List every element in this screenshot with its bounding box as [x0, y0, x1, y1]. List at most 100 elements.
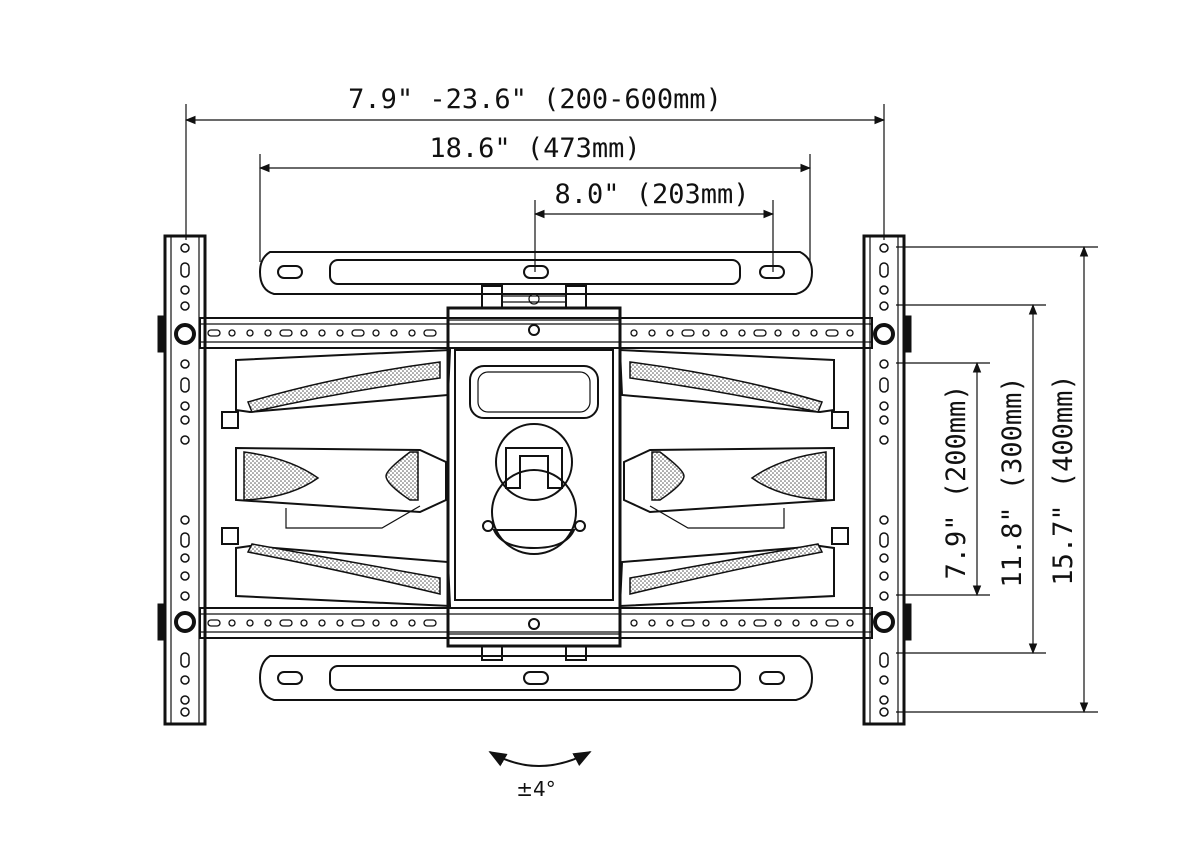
bracket-hole: [180, 285, 190, 295]
top-wall-plate: [258, 251, 814, 295]
rail-hole: [390, 619, 398, 627]
center-carriage: [446, 306, 622, 648]
bracket-hole: [879, 243, 889, 253]
rail-hole: [666, 329, 674, 337]
rail-hole: [264, 329, 272, 337]
bracket-hole: [879, 435, 889, 445]
bracket-hole: [180, 707, 190, 717]
bracket-hole: [180, 301, 190, 311]
rail-hole: [372, 619, 380, 627]
bracket-hole: [879, 553, 889, 563]
dimension-overall-width: 7.9" -23.6" (200-600mm): [184, 84, 886, 240]
bracket-hole: [879, 401, 889, 411]
rail-hole: [825, 619, 839, 627]
rail-hole: [720, 619, 728, 627]
bracket-hole: [879, 285, 889, 295]
tilt-label: ±4°: [516, 777, 555, 801]
bracket-hole: [879, 707, 889, 717]
bracket-hole: [180, 675, 190, 685]
rail-hole: [351, 619, 365, 627]
dimension-hole-spacing: 8.0" (203mm): [533, 179, 775, 272]
rail-hole: [681, 619, 695, 627]
rail-hole: [336, 619, 344, 627]
dimension-vertical-200: 7.9" (200mm): [896, 361, 990, 597]
bracket-hole: [879, 415, 889, 425]
rail-hole: [279, 619, 293, 627]
bracket-hole: [879, 359, 889, 369]
rail-hole: [207, 619, 221, 627]
right-tv-bracket: [862, 234, 912, 726]
bracket-hole: [879, 652, 889, 668]
rail-hole: [720, 329, 728, 337]
rail-hole: [408, 619, 416, 627]
rail-hole: [702, 619, 710, 627]
rail-hole: [246, 619, 254, 627]
rail-hole: [630, 619, 638, 627]
rail-hole: [408, 329, 416, 337]
bracket-hole: [879, 675, 889, 685]
label-vertical-300: 11.8" (300mm): [997, 376, 1028, 587]
bracket-hole: [180, 515, 190, 525]
bracket-hole: [180, 652, 190, 668]
swing-arms: [221, 348, 849, 608]
rail-hole: [702, 329, 710, 337]
label-overall-width: 7.9" -23.6" (200-600mm): [348, 84, 722, 115]
bracket-hole: [879, 532, 889, 548]
rail-hole: [810, 619, 818, 627]
rail-hole: [792, 329, 800, 337]
rail-hole: [738, 619, 746, 627]
rail-hole: [630, 329, 638, 337]
rail-hole: [318, 329, 326, 337]
bracket-hole: [879, 262, 889, 278]
bracket-hole: [180, 571, 190, 581]
bracket-hole: [879, 695, 889, 705]
label-vertical-200: 7.9" (200mm): [941, 384, 972, 579]
rail-hole: [666, 619, 674, 627]
bracket-hole: [879, 515, 889, 525]
rail-hole: [753, 619, 767, 627]
rail-hole: [390, 329, 398, 337]
tilt-indicator: ±4°: [488, 751, 592, 801]
rail-hole: [846, 619, 854, 627]
bracket-hole: [180, 532, 190, 548]
bracket-hole: [879, 591, 889, 601]
bracket-hole: [879, 377, 889, 393]
bracket-hole: [879, 571, 889, 581]
rail-hole: [228, 329, 236, 337]
rail-hole: [423, 329, 437, 337]
rail-hole: [300, 619, 308, 627]
rail-hole: [738, 329, 746, 337]
label-vertical-400: 15.7" (400mm): [1048, 374, 1079, 585]
rail-hole: [318, 619, 326, 627]
bracket-hole: [180, 435, 190, 445]
rail-hole: [246, 329, 254, 337]
rail-hole: [300, 329, 308, 337]
rail-hole: [336, 329, 344, 337]
rail-hole: [372, 329, 380, 337]
rail-hole: [423, 619, 437, 627]
rail-hole: [753, 329, 767, 337]
bracket-hole: [180, 591, 190, 601]
dimension-vertical-400: 15.7" (400mm): [896, 245, 1098, 714]
rail-hole: [648, 329, 656, 337]
bracket-hole: [180, 695, 190, 705]
rail-hole: [681, 329, 695, 337]
bracket-hole: [879, 301, 889, 311]
rail-hole: [810, 329, 818, 337]
label-rail-width: 18.6" (473mm): [429, 133, 640, 164]
bracket-hole: [180, 243, 190, 253]
top-crossbar: [199, 317, 873, 349]
rail-hole: [825, 329, 839, 337]
bottom-crossbar: [199, 607, 873, 639]
bracket-hole: [180, 415, 190, 425]
rail-hole: [228, 619, 236, 627]
dimension-rail-width: 18.6" (473mm): [258, 133, 812, 262]
rail-hole: [207, 329, 221, 337]
left-tv-bracket: [157, 234, 207, 726]
rail-hole: [279, 329, 293, 337]
rail-hole: [774, 329, 782, 337]
label-hole-spacing: 8.0" (203mm): [554, 179, 749, 210]
rail-hole: [774, 619, 782, 627]
bracket-hole: [180, 262, 190, 278]
